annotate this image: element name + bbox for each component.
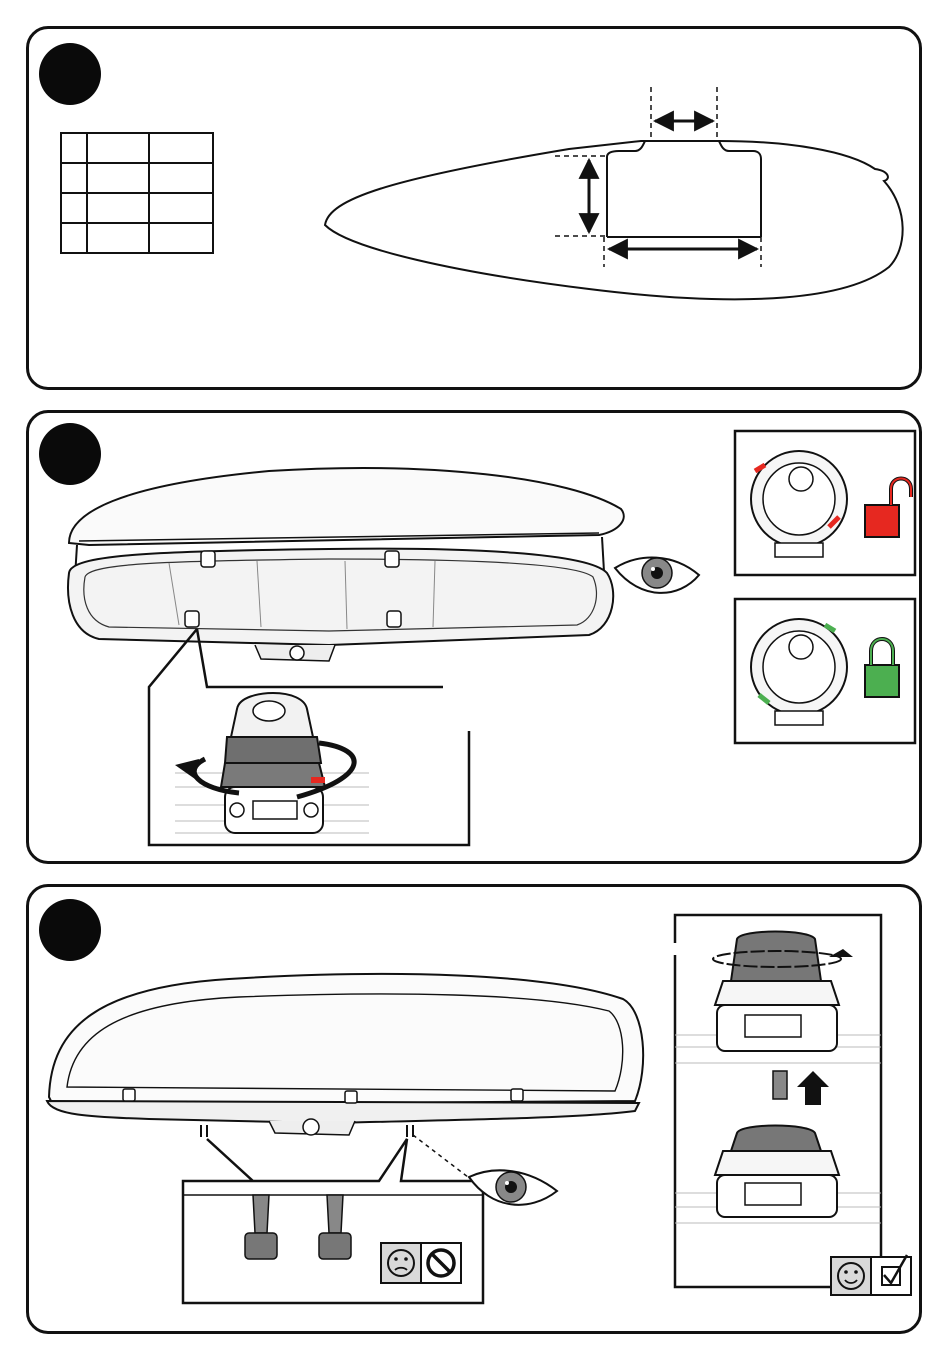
checkbox-checked-icon	[871, 1255, 911, 1295]
step-panel-3	[26, 884, 922, 1334]
closed-roof-box-diagram	[29, 887, 919, 1331]
open-roof-box-diagram	[29, 413, 919, 861]
roof-box-profile-diagram	[29, 29, 919, 387]
step-panel-2	[26, 410, 922, 864]
knob-zoom-detail	[175, 693, 369, 833]
sad-face-icon	[381, 1243, 421, 1283]
prohibited-icon	[421, 1243, 461, 1283]
eye-icon	[615, 558, 699, 593]
step-panel-1	[26, 26, 922, 390]
knob-tighten-detail	[675, 932, 881, 1106]
smiley-face-icon	[831, 1257, 871, 1295]
rack-cavity-outline	[607, 141, 761, 237]
knob-mounted-detail	[675, 1126, 881, 1224]
roof-box-outline	[325, 141, 903, 299]
bolt-zoom-detail	[245, 1195, 351, 1259]
